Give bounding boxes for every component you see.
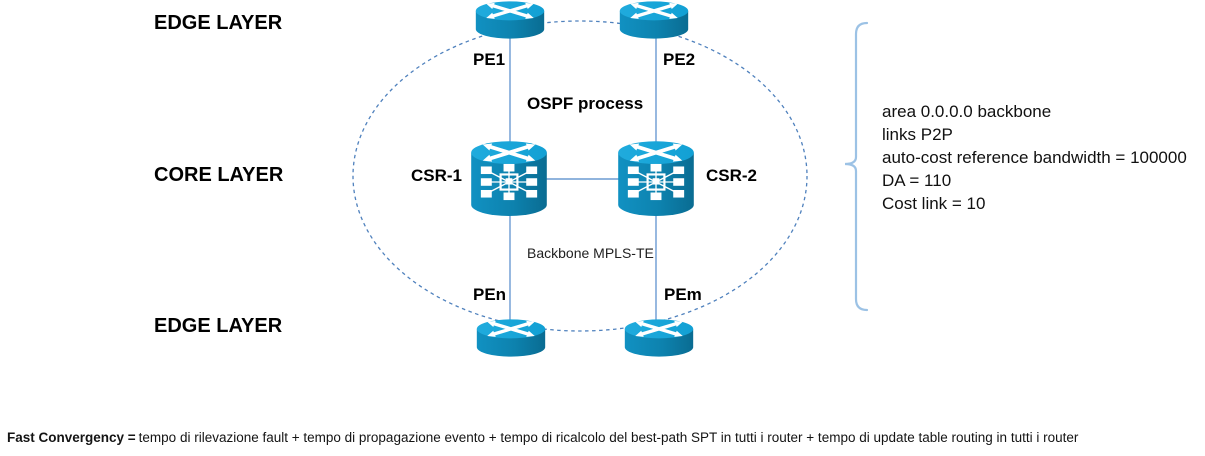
node-label-pe1: PE1 [473, 50, 506, 69]
fast-convergency-definition: tempo di rilevazione fault + tempo di pr… [138, 430, 1079, 445]
ospf-setting-autocost: auto-cost reference bandwidth = 100000 [882, 148, 1187, 167]
router-icon-pen [477, 319, 545, 356]
fast-convergency-term: Fast Convergency = [7, 430, 136, 445]
ospf-setting-links: links P2P [882, 125, 953, 144]
node-label-csr1: CSR-1 [411, 166, 463, 185]
ospf-setting-area: area 0.0.0.0 backbone [882, 102, 1052, 121]
core-switch-icon-csr2 [618, 141, 694, 216]
layer-label-edge-bottom: EDGE LAYER [154, 315, 283, 337]
router-icon-pem [625, 319, 693, 356]
node-label-pe2: PE2 [663, 50, 696, 69]
layer-label-edge-top: EDGE LAYER [154, 12, 283, 34]
fast-convergency-formula: Fast Convergency =tempo di rilevazione f… [7, 430, 1078, 445]
router-icon-pe1 [476, 1, 544, 38]
ospf-setting-costlink: Cost link = 10 [882, 194, 986, 213]
core-switch-icon-csr1 [471, 141, 547, 216]
ospf-setting-da: DA = 110 [882, 171, 952, 190]
node-label-pen: PEn [473, 285, 507, 304]
backbone-boundary-ellipse [352, 20, 808, 332]
ospf-settings-block: area 0.0.0.0 backbone links P2P auto-cos… [882, 100, 1187, 215]
ospf-settings-brace [844, 21, 869, 312]
backbone-mpls-te-label: Backbone MPLS-TE [527, 245, 654, 261]
layer-label-core: CORE LAYER [154, 164, 284, 186]
ospf-process-label: OSPF process [527, 94, 644, 113]
node-label-pem: PEm [664, 285, 702, 304]
node-label-csr2: CSR-2 [706, 166, 758, 185]
router-icon-pe2 [620, 1, 688, 38]
